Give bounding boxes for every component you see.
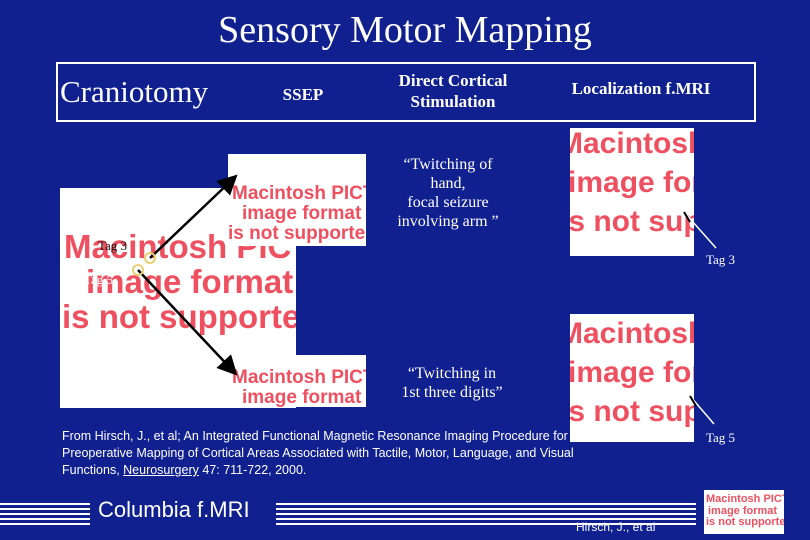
slide-title: Sensory Motor Mapping bbox=[218, 9, 592, 51]
brand-lines-right bbox=[276, 503, 696, 528]
dcs-line-1: Direct Cortical bbox=[398, 71, 508, 90]
placeholder-text: Macintosh PICT bbox=[706, 493, 784, 505]
placeholder-text: is not supported bbox=[228, 223, 366, 245]
placeholder-text: is not supported bbox=[570, 394, 694, 428]
placeholder-text: Macintosh PICT bbox=[232, 183, 366, 204]
column-header-craniotomy: Craniotomy bbox=[60, 74, 209, 109]
placeholder-text: image format bbox=[242, 203, 362, 225]
column-header-ssep: SSEP bbox=[282, 85, 324, 104]
ssep-image-placeholder-top: Macintosh PICT image format is not suppo… bbox=[228, 154, 366, 246]
header-bottom-border bbox=[56, 120, 756, 122]
fmri-image-placeholder-top: Macintosh PICT image format is not suppo… bbox=[570, 128, 694, 256]
quote-line: 1st three digits” bbox=[401, 384, 503, 401]
quote-hand: “Twitching of hand, focal seizure involv… bbox=[368, 155, 528, 231]
fmri-image-placeholder-bottom: Macintosh PICT image format is not suppo… bbox=[570, 314, 694, 442]
tag5-marker bbox=[132, 264, 144, 276]
placeholder-text: image format bbox=[86, 262, 294, 300]
brand-label: Columbia f.MRI bbox=[98, 497, 250, 522]
citation-journal: Neurosurgery bbox=[123, 463, 199, 477]
placeholder-text: is not supported bbox=[570, 204, 694, 238]
tag5-label-image: Tag 5 bbox=[84, 272, 114, 287]
header-left-border bbox=[56, 62, 58, 122]
citation-text: From Hirsch, J., et al; An Integrated Fu… bbox=[62, 428, 582, 479]
placeholder-text: is not supported bbox=[706, 516, 784, 529]
placeholder-text: image format bbox=[570, 165, 694, 199]
tag3-pointer-tip bbox=[683, 211, 691, 223]
placeholder-text: image format bbox=[242, 387, 362, 407]
arrow-to-ssep-bottom bbox=[137, 269, 238, 376]
placeholder-text: Macintosh PICT bbox=[570, 317, 694, 350]
tag3-label-fmri: Tag 3 bbox=[706, 252, 736, 267]
header-right-border bbox=[754, 62, 756, 122]
placeholder-text: Macintosh PICT bbox=[232, 367, 366, 388]
header-top-border bbox=[56, 62, 756, 64]
author-credit: Hirsch, J., et al bbox=[576, 520, 656, 534]
citation-tail: 47: 711-722, 2000. bbox=[198, 463, 307, 477]
column-header-localization-fmri: Localization f.MRI bbox=[571, 79, 711, 98]
tag5-pointer-line bbox=[689, 395, 715, 425]
quote-line: focal seizure bbox=[407, 194, 489, 211]
arrow-to-ssep-top bbox=[149, 174, 238, 259]
tag3-pointer-line bbox=[683, 211, 717, 249]
tag3-marker bbox=[144, 252, 156, 264]
quote-line: “Twitching of bbox=[403, 156, 493, 173]
logo-image-placeholder: Macintosh PICT image format is not suppo… bbox=[704, 490, 784, 534]
brand-lines-left bbox=[0, 503, 90, 528]
ssep-image-placeholder-bottom: Macintosh PICT image format bbox=[228, 355, 366, 407]
tag5-label-fmri: Tag 5 bbox=[706, 430, 736, 445]
placeholder-text: image format bbox=[570, 355, 694, 389]
dcs-line-2: Stimulation bbox=[410, 92, 496, 111]
tag5-pointer-tip bbox=[689, 395, 697, 407]
quote-line: hand, bbox=[430, 175, 466, 192]
placeholder-text: is not supported bbox=[62, 297, 296, 335]
citation-body: From Hirsch, J., et al; An Integrated Fu… bbox=[62, 429, 574, 477]
placeholder-text: Macintosh PICT bbox=[570, 128, 694, 160]
column-header-direct-cortical-stimulation: Direct Cortical Stimulation bbox=[378, 70, 528, 112]
quote-digits: “Twitching in 1st three digits” bbox=[372, 364, 532, 402]
quote-line: involving arm ” bbox=[397, 213, 499, 230]
placeholder-text: image format bbox=[708, 504, 778, 517]
quote-line: “Twitching in bbox=[407, 365, 497, 382]
tag3-label-image: Tag 3 bbox=[98, 238, 128, 253]
